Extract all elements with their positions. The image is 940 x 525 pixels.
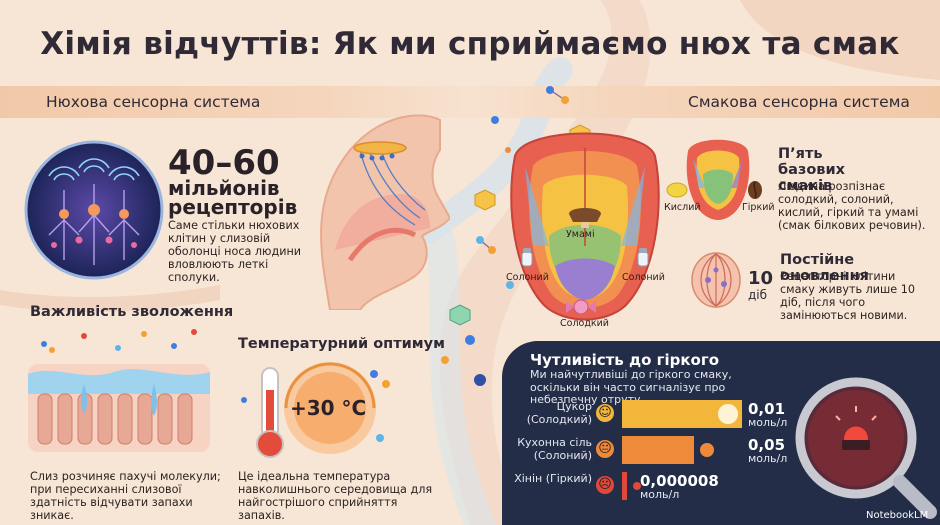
temperature-title: Температурний оптимум	[238, 336, 445, 352]
section-header-band	[0, 86, 940, 118]
tongue-label-salty-right: Солоний	[622, 272, 665, 283]
bitterness-row-label: Кухонна сіль (Солоний)	[517, 436, 592, 462]
bitterness-row-face-icon: ☺	[596, 404, 614, 422]
receptor-description: Саме стільки нюхових клітин у слизовій о…	[168, 219, 302, 284]
five-tastes-tongue-illustration	[686, 139, 750, 220]
tongue-label-umami: Умамі	[566, 229, 595, 240]
bitterness-row-label: Цукор (Солодкий)	[526, 400, 592, 426]
tongue-label-salty-left: Солоний	[506, 272, 549, 283]
five-tastes-description: Людина розпізнає солодкий, солоний, кисл…	[778, 180, 926, 232]
temperature-value: +30 °C	[290, 396, 367, 420]
tongue-label-sweet: Солодкий	[560, 318, 609, 329]
bitterness-title: Чутливість до гіркого	[530, 351, 720, 369]
tongue-illustration	[510, 132, 660, 321]
mucosa-illustration	[28, 329, 210, 452]
bitterness-row-face-icon: 😐	[596, 440, 614, 458]
renewal-days-number: 10	[748, 268, 774, 289]
bitterness-row-bar	[622, 436, 694, 464]
candy-icon	[566, 299, 596, 315]
moisture-title: Важливість зволоження	[30, 304, 234, 320]
bitterness-row-value: 0,000008	[640, 472, 719, 490]
head-profile-illustration	[320, 114, 450, 310]
renewal-title: Постійне оновлення	[780, 252, 869, 284]
magnifier-alarm-illustration	[795, 377, 937, 519]
bitterness-row-molecule-icon	[718, 404, 738, 424]
taste-bud-illustration	[691, 252, 741, 308]
bitterness-description: Ми найчутливіші до гіркого смаку, оскіль…	[530, 368, 732, 406]
moisture-description: Слиз розчиняє пахучі молекули; при перес…	[30, 470, 221, 522]
label-bitter: Гіркий	[742, 202, 775, 213]
bitterness-row-molecule-icon	[700, 443, 714, 457]
olfactory-header: Нюхова сенсорна система	[46, 93, 261, 111]
receptor-count: 40–60	[168, 143, 280, 183]
page-title: Хімія відчуттів: Як ми сприймаємо нюх та…	[40, 26, 900, 62]
temperature-description: Це ідеальна температура навколишнього се…	[238, 470, 433, 522]
bitterness-row-value: 0,01	[748, 400, 786, 418]
salt-shaker-right-icon	[637, 248, 649, 267]
salt-shaker-left-icon	[521, 248, 533, 267]
bitterness-row-bar	[622, 472, 627, 500]
notebooklm-logo: NotebookLM	[866, 510, 929, 521]
bitterness-row-value: 0,05	[748, 436, 786, 454]
bitterness-row-unit: моль/л	[748, 452, 788, 465]
bitterness-row-molecule-icon	[632, 482, 641, 490]
gustatory-header: Смакова сенсорна система	[688, 93, 910, 111]
bitterness-row-unit: моль/л	[640, 488, 680, 501]
five-tastes-title: П’ять базових смаків	[778, 146, 845, 194]
renewal-description: Рецепторні клітини смаку живуть лише 10 …	[780, 270, 915, 322]
receptor-count-unit: мільйонів рецепторів	[168, 176, 298, 219]
lemon-icon	[666, 182, 688, 198]
coffee-bean-icon	[748, 181, 762, 199]
renewal-days-unit: діб	[748, 288, 768, 302]
neurons-illustration	[24, 140, 164, 280]
bitterness-row-label: Хінін (Гіркий)	[514, 472, 592, 485]
bitterness-row-face-icon: ☹	[596, 476, 614, 494]
temperature-illustration	[241, 362, 390, 458]
label-sour: Кислий	[664, 202, 701, 213]
bitterness-row-unit: моль/л	[748, 416, 788, 429]
